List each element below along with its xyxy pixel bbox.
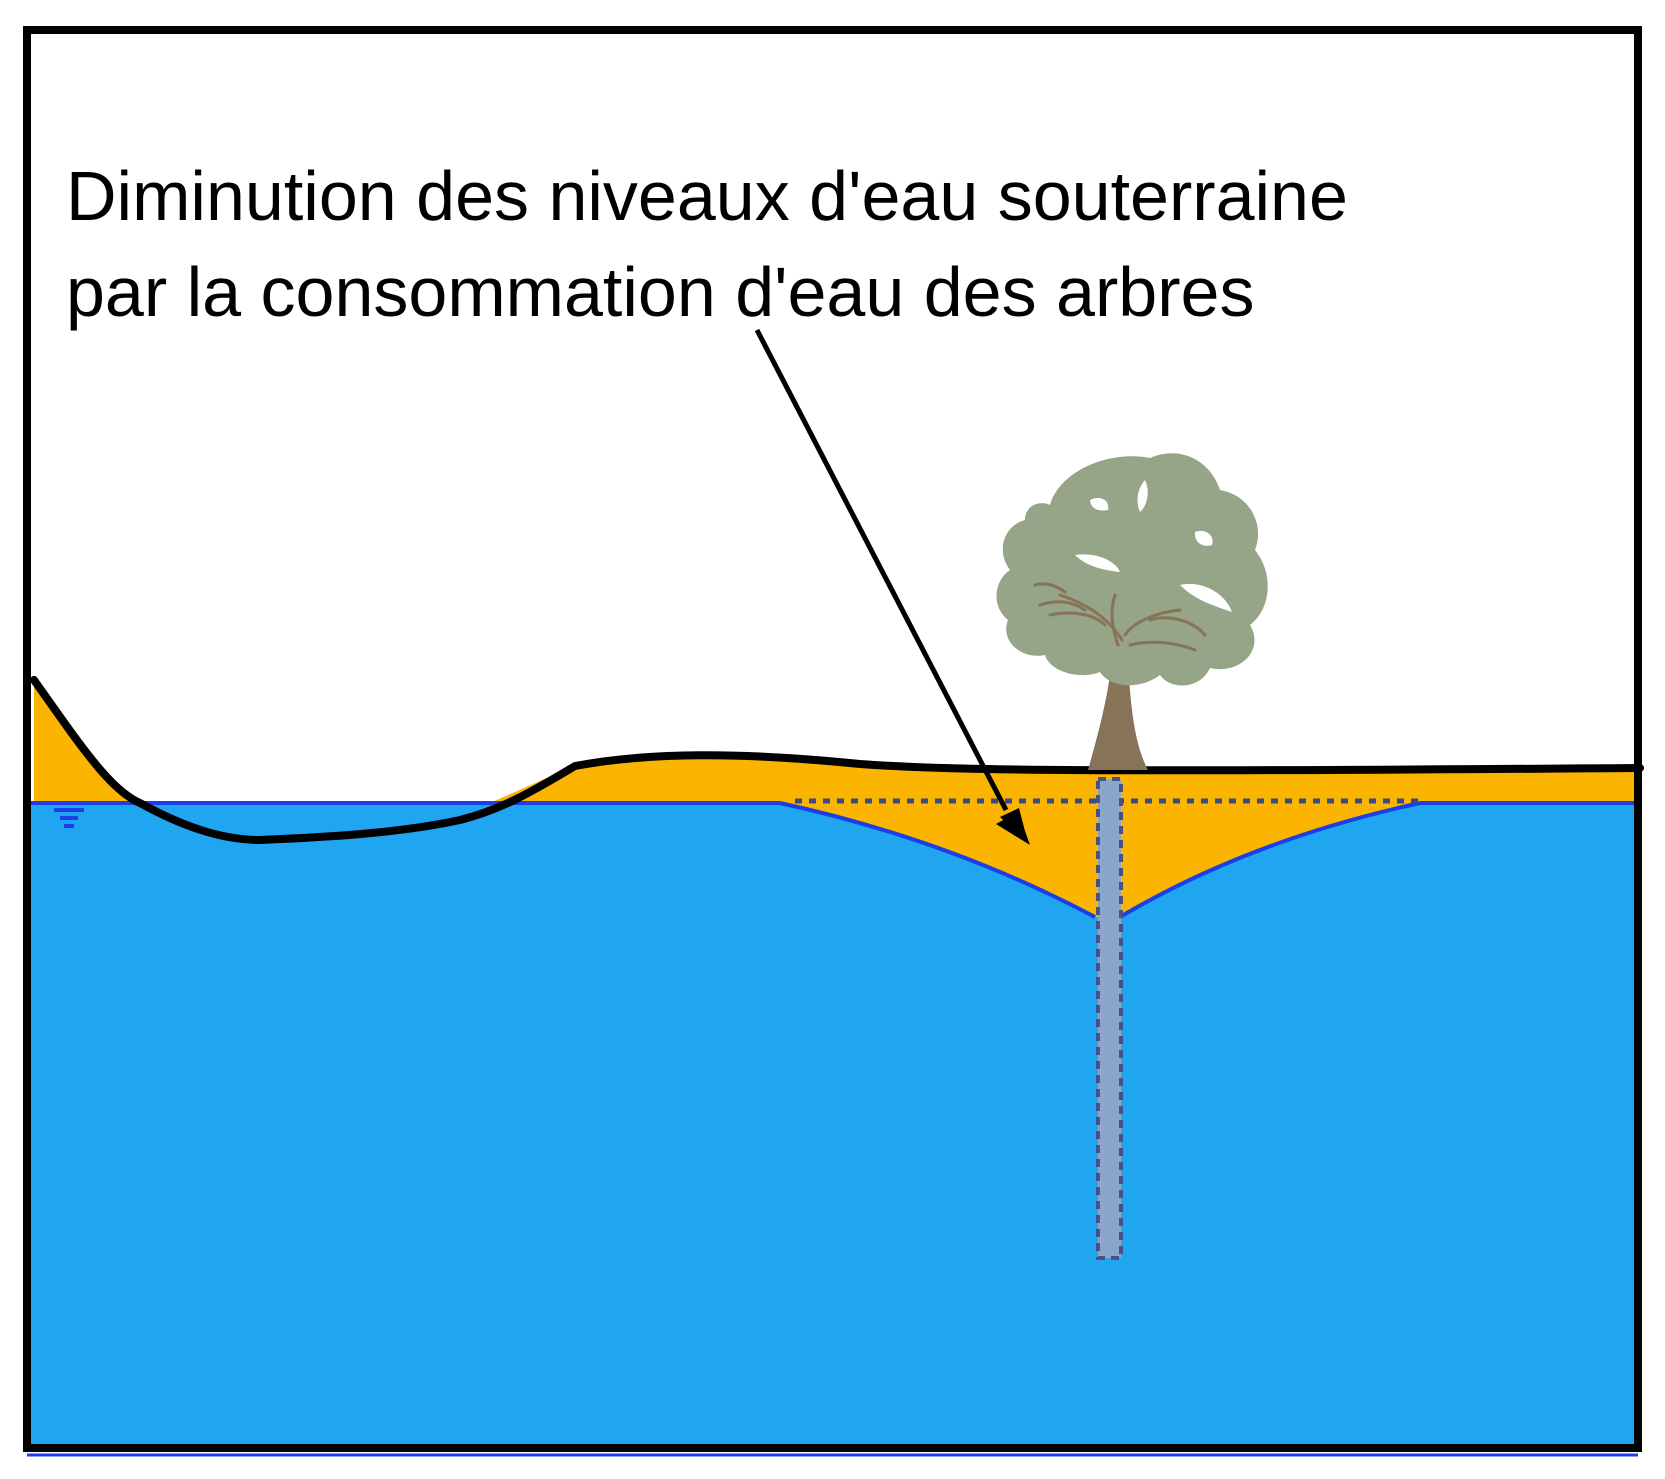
annotation-arrow-head-fill <box>1000 808 1028 843</box>
tree-trunk <box>1088 625 1148 770</box>
ground-surface <box>30 676 1644 844</box>
caption-line-1: Diminution des niveaux d'eau souterraine <box>66 157 1348 235</box>
tree-icon <box>996 453 1268 770</box>
caption-line-2: par la consommation d'eau des arbres <box>66 253 1254 331</box>
tree-branches <box>1033 582 1207 652</box>
unsaturated-soil-middle <box>490 755 1640 803</box>
annotation-arrow-line <box>754 328 1009 812</box>
tree-crown <box>996 453 1268 686</box>
diagram-frame <box>23 26 1642 1452</box>
root-column <box>1096 777 1123 1260</box>
lowered-water-table <box>779 801 1421 919</box>
unsaturated-soil-left <box>34 680 140 803</box>
groundwater-zone <box>27 804 1638 1448</box>
water-table-icon <box>54 808 84 828</box>
